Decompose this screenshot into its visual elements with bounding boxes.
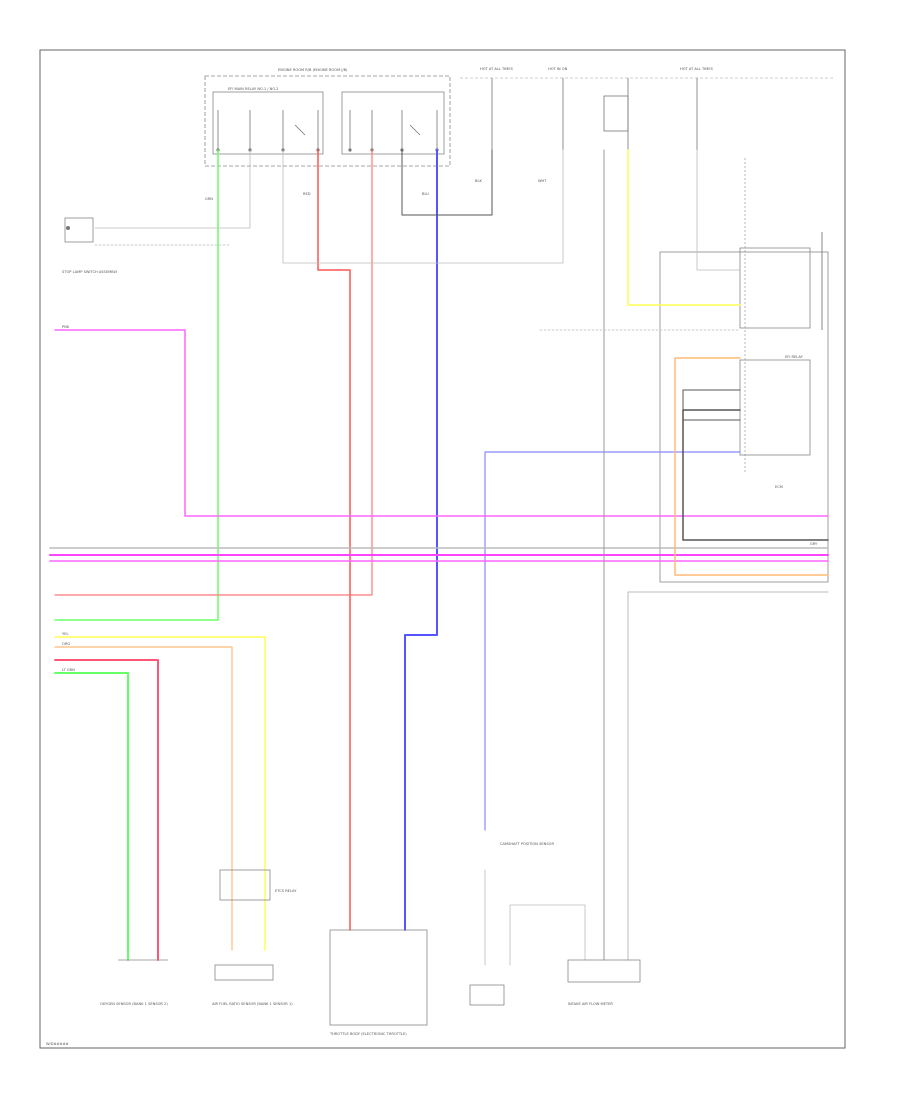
wire-dark bbox=[682, 409, 829, 541]
wire-gray-9 bbox=[509, 904, 586, 966]
label-ltgrn: LT GRN bbox=[62, 668, 75, 672]
efi-relay-label: EFI RELAY bbox=[785, 355, 804, 359]
wire-red bbox=[317, 149, 351, 931]
label-pnk: PNK bbox=[62, 325, 70, 329]
af-ratio-sensor-label: AIR FUEL RATIO SENSOR (BANK 1 SENSOR 1) bbox=[212, 1002, 293, 1006]
wire-gray-1 bbox=[94, 149, 251, 229]
corner-code: W/D##### bbox=[46, 1042, 69, 1046]
wire-yellow-2 bbox=[54, 636, 266, 951]
fuse-a-label: HOT AT ALL TIMES bbox=[480, 67, 514, 71]
camshaft-sensor-label: CAMSHAFT POSITION SENSOR bbox=[500, 842, 554, 846]
wire-gray-2 bbox=[282, 149, 564, 264]
wire-yellow bbox=[627, 149, 741, 306]
wire-gray-4 bbox=[627, 591, 829, 961]
wire-orange bbox=[674, 357, 829, 576]
stop-lamp-switch: STOP LAMP SWITCH ASSEMBLY bbox=[62, 217, 118, 274]
wire-orange-2 bbox=[54, 646, 233, 951]
wire-green bbox=[54, 149, 219, 621]
throttle-body: THROTTLE BODY (ELECTRONIC THROTTLE) bbox=[329, 929, 428, 1036]
camshaft-sensor: CAMSHAFT POSITION SENSOR bbox=[469, 842, 554, 1006]
etcs-relay-label: ETCS RELAY bbox=[275, 889, 297, 893]
wire-green-2 bbox=[54, 672, 129, 961]
fuse-group bbox=[491, 78, 698, 150]
label-grn: GRN bbox=[205, 197, 213, 201]
etcs-relay-label-group: ETCS RELAY bbox=[275, 889, 297, 893]
efi-relay-box: EFI RELAY ECM bbox=[659, 158, 829, 583]
wire-pink bbox=[54, 329, 829, 517]
engine-room-box-label: ENGINE ROOM R/B (ENGINE ROOM J/B) bbox=[278, 68, 348, 72]
af-ratio-sensor: AIR FUEL RATIO SENSOR (BANK 1 SENSOR 1) bbox=[212, 869, 293, 1006]
throttle-body-label: THROTTLE BODY (ELECTRONIC THROTTLE) bbox=[329, 1032, 407, 1036]
label-red: RED bbox=[303, 192, 311, 196]
label-blu: BLU bbox=[422, 192, 429, 196]
wire-blue bbox=[404, 149, 438, 931]
oxygen-sensor: OXYGEN SENSOR (BANK 1 SENSOR 2) bbox=[100, 959, 168, 1006]
wire-red-3 bbox=[54, 659, 159, 961]
oxygen-sensor-label: OXYGEN SENSOR (BANK 1 SENSOR 2) bbox=[100, 1002, 168, 1006]
label-blk: BLK bbox=[475, 179, 482, 183]
label-gry: GRY bbox=[810, 542, 818, 546]
wire-gray-6 bbox=[696, 149, 741, 271]
label-yel: YEL bbox=[62, 632, 68, 636]
label-org: ORG bbox=[62, 642, 70, 646]
wire-red-2 bbox=[54, 149, 373, 596]
label-wht: WHT bbox=[538, 179, 547, 183]
wire-dark-3 bbox=[401, 149, 493, 216]
wire-dark-2 bbox=[682, 389, 741, 421]
diagram-frame bbox=[39, 49, 846, 1049]
fuse-c-label: HOT AT ALL TIMES bbox=[680, 67, 714, 71]
wire-lightblue bbox=[484, 451, 741, 831]
fuse-b-label: HOT IN ON bbox=[548, 67, 568, 71]
air-flow-meter: INTAKE AIR FLOW METER bbox=[567, 959, 641, 1006]
stop-lamp-switch-label: STOP LAMP SWITCH ASSEMBLY bbox=[62, 270, 118, 274]
relay-label: EFI MAIN RELAY NO.1 / NO.2 bbox=[228, 87, 278, 91]
ecm-label: ECM bbox=[775, 485, 783, 489]
air-flow-meter-label: INTAKE AIR FLOW METER bbox=[568, 1002, 613, 1006]
engine-room-box: ENGINE ROOM R/B (ENGINE ROOM J/B) EFI MA… bbox=[204, 68, 451, 167]
